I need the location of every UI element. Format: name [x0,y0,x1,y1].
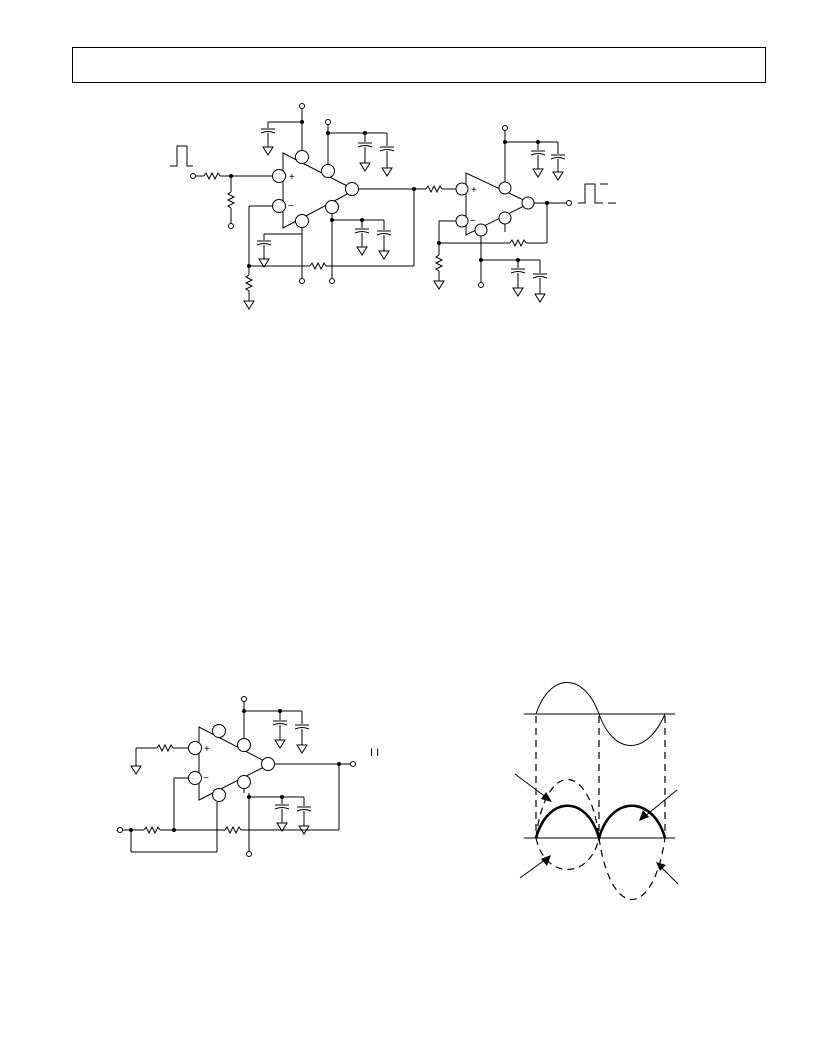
shunt-resistor [227,191,235,209]
feedback-resistor-2 [509,239,527,247]
input-pulse-symbol [170,145,193,167]
op-amp-1-plus-sign: + [289,172,295,183]
dashed-lower-lobe-2 [598,837,666,900]
feedback-resistor-1 [309,262,327,270]
op-amp-2-body [465,172,532,236]
input-resistor [203,172,221,180]
figure-rectifier-waveforms [514,682,679,900]
interstage-resistor [425,185,443,193]
dashed-lower-lobe-1 [535,837,600,871]
figure-amplifier-cascade: + − [170,103,616,310]
op-amp-2-plus-sign: + [471,185,477,196]
output-terminal [566,200,572,206]
op-amp-3-body [198,726,272,801]
page-header-box [72,47,766,83]
op-amp-2-minus-sign: − [470,216,476,227]
op-amp-1-minus-sign: − [288,201,294,212]
output-marker-label: I I [370,747,379,759]
arrow-pointer-3 [519,855,551,879]
arrow-pointer-1 [514,773,552,802]
op-amp-1-body [282,152,357,229]
dashed-upper-lobe [535,779,600,839]
input-terminal [190,173,196,179]
arrow-pointer-2 [639,789,678,821]
arrow-pointer-4 [656,862,679,885]
single-amp-input-terminal [117,827,123,833]
figure-single-amplifier: + − I I [117,696,379,857]
output-pulse-symbol [578,183,603,204]
op-amp-3-plus-sign: + [204,744,210,755]
input-sine [535,682,666,746]
rectified-output [534,804,667,843]
op-amp-3-minus-sign: − [203,773,209,784]
